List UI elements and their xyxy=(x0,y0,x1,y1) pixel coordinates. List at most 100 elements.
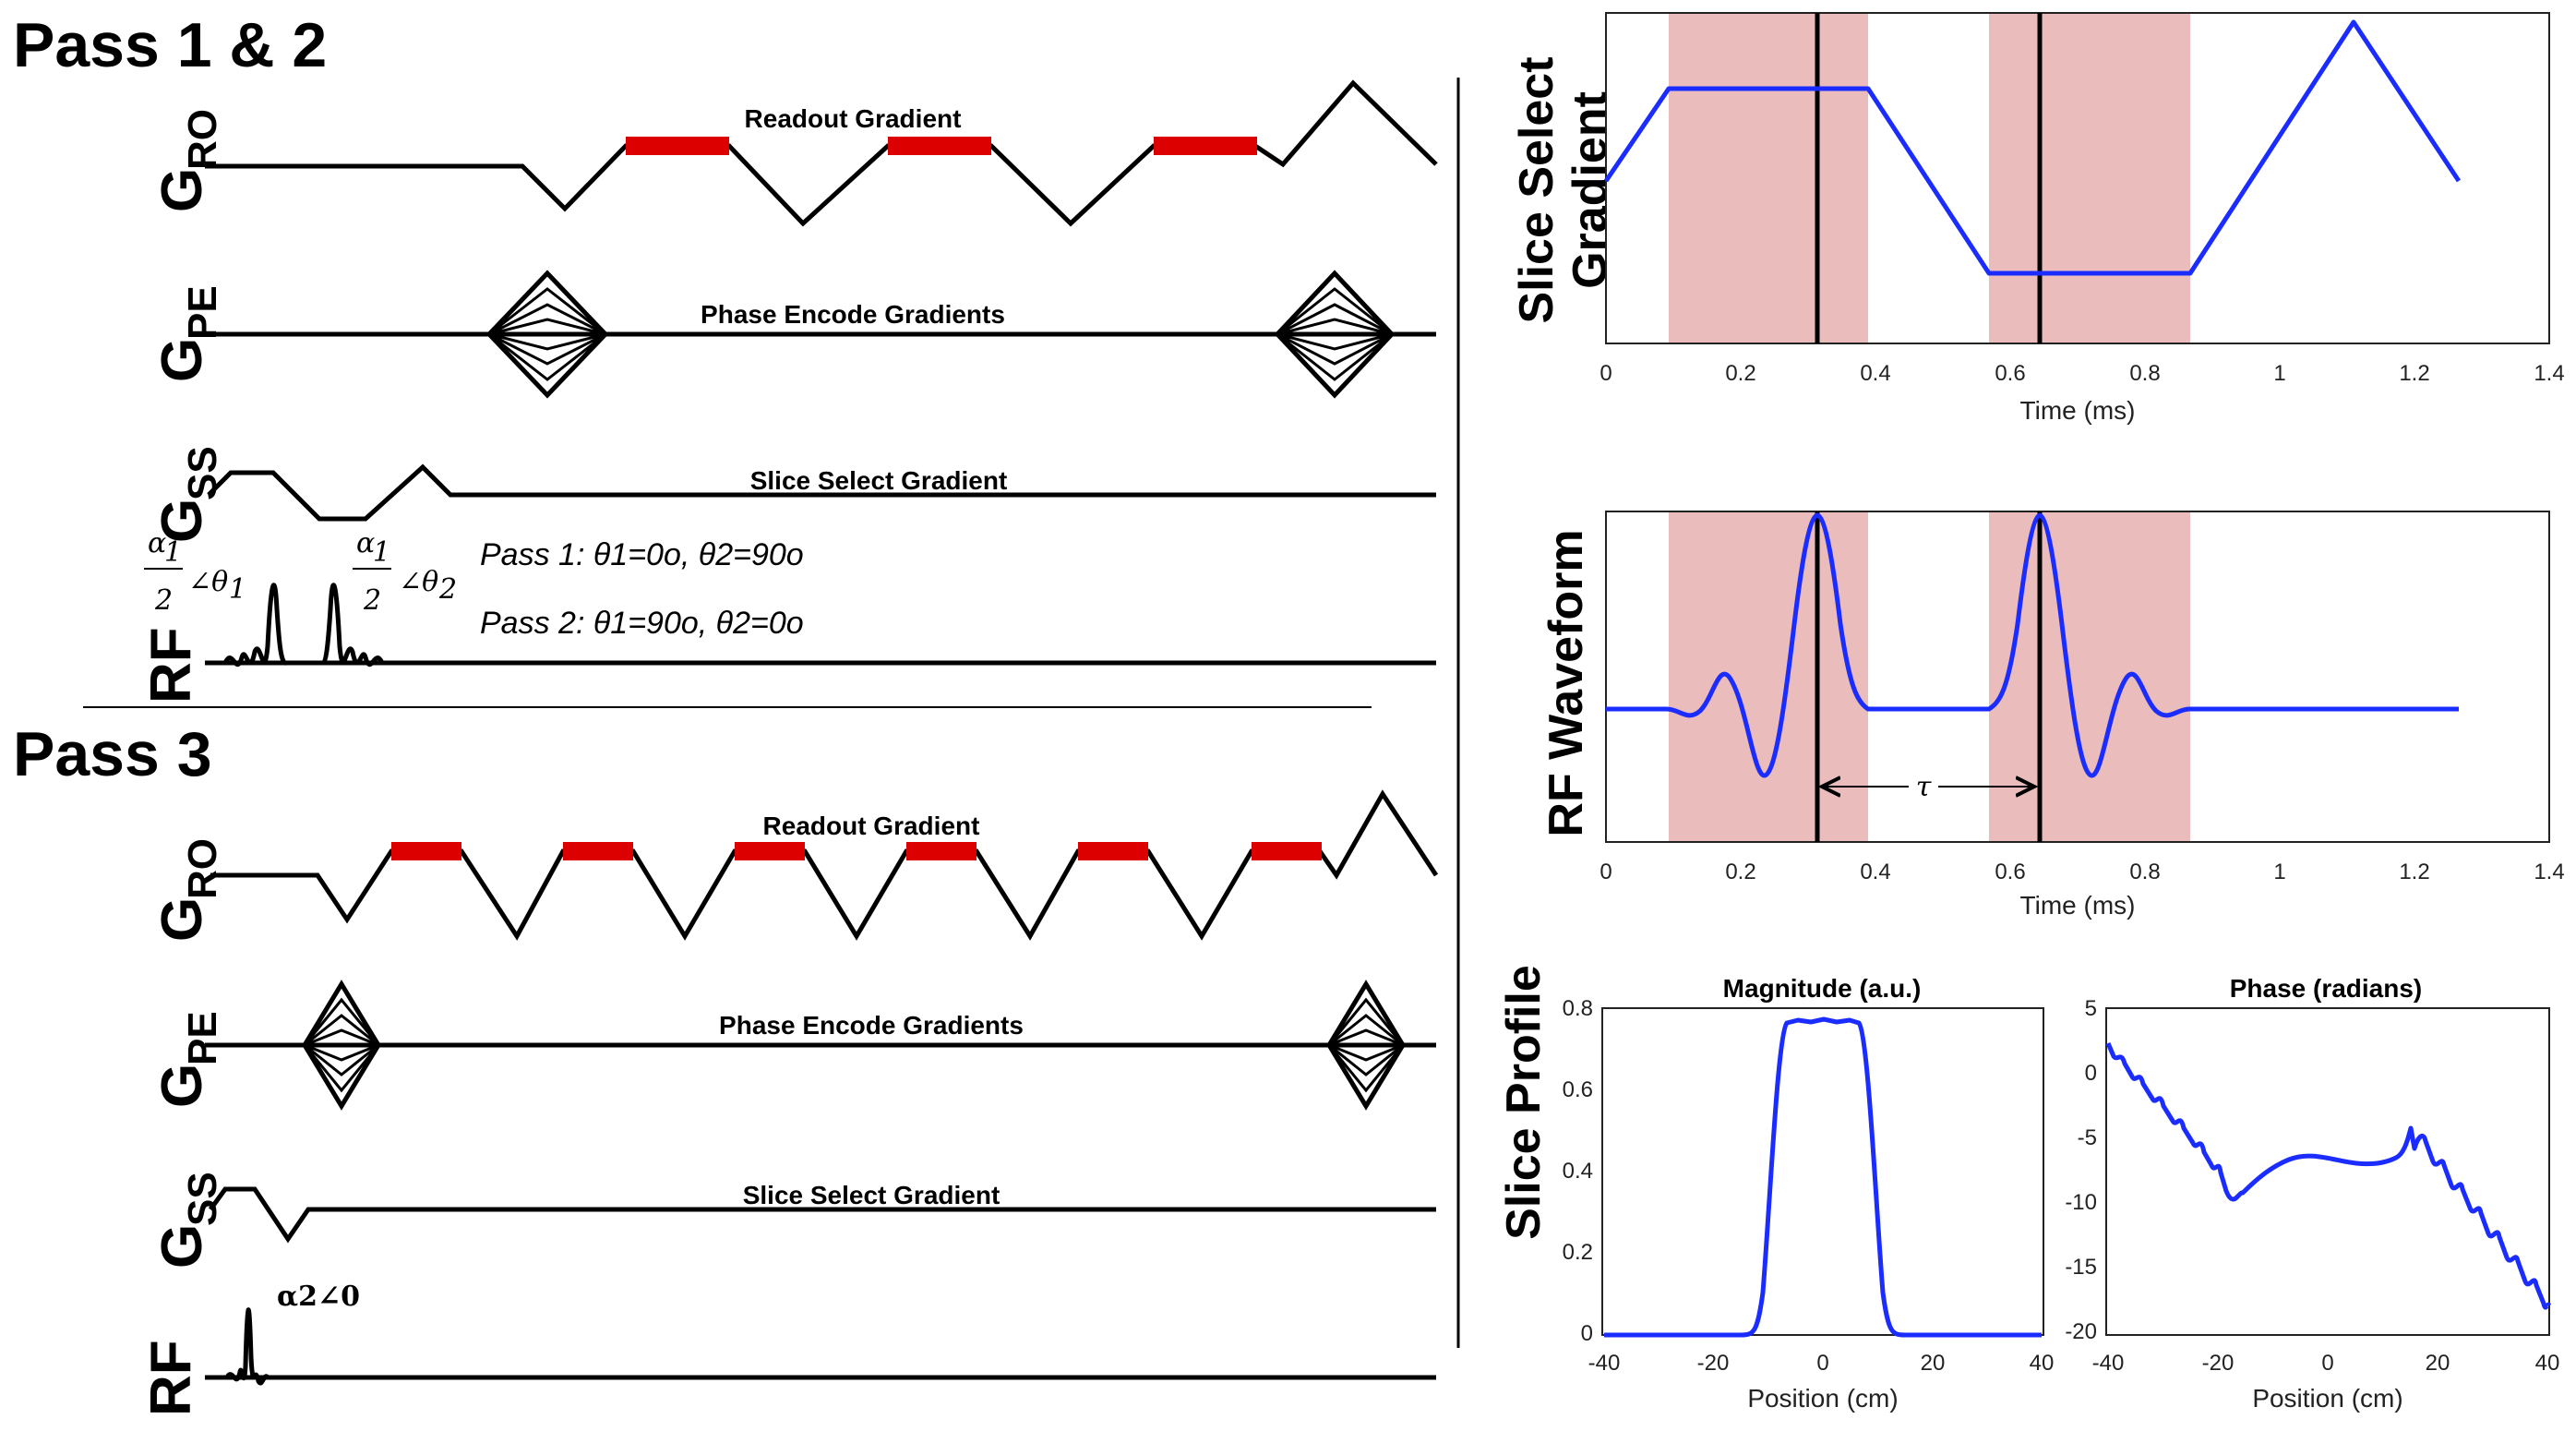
svg-text:-15: -15 xyxy=(2065,1255,2097,1280)
svg-text:0: 0 xyxy=(1816,1351,1828,1376)
pass3-title: Pass 3 xyxy=(13,719,212,789)
phase-encode-diamond xyxy=(485,270,609,399)
readout-block xyxy=(391,842,461,860)
readout-gradient-label: Readout Gradient xyxy=(763,812,980,840)
gss-axis-label: G SS xyxy=(150,1172,225,1269)
svg-text:0.8: 0.8 xyxy=(2129,860,2160,884)
svg-text:-20: -20 xyxy=(2202,1351,2235,1376)
phase-encode-label: Phase Encode Gradients xyxy=(701,300,1005,329)
svg-text:G: G xyxy=(150,897,214,942)
svg-text:-20: -20 xyxy=(1697,1351,1730,1376)
readout-block xyxy=(1078,842,1148,860)
gro-axis-label: G RO xyxy=(150,838,225,942)
readout-block xyxy=(888,137,991,155)
readout-gradient-label: Readout Gradient xyxy=(745,104,962,133)
svg-text:∠θ: ∠θ xyxy=(188,566,228,598)
rf-plot-frame xyxy=(1605,511,2550,843)
phase-plot-frame xyxy=(2105,1007,2550,1336)
svg-text:PE: PE xyxy=(180,1011,225,1065)
svg-text:2: 2 xyxy=(363,584,381,617)
svg-text:2: 2 xyxy=(438,573,457,606)
svg-text:20: 20 xyxy=(1921,1351,1946,1376)
readout-block xyxy=(906,842,976,860)
rf-pulse-1 xyxy=(222,583,287,667)
shaded-window xyxy=(1669,13,1868,343)
svg-text:-40: -40 xyxy=(2092,1351,2125,1376)
pass3-pulse-label: α2∠0 xyxy=(277,1281,360,1313)
magnitude-xticks: -40 -20 0 20 40 xyxy=(1588,1351,2055,1376)
svg-text:Slice Select: Slice Select xyxy=(1510,56,1564,323)
magnitude-xlabel: Position (cm) xyxy=(1747,1384,1898,1413)
gss-axis-label: G SS xyxy=(150,446,225,543)
slice-select-waveform xyxy=(208,1186,1436,1244)
rf-axis-label: RF xyxy=(139,1340,203,1416)
svg-text:0: 0 xyxy=(1600,860,1611,884)
tau-label: τ xyxy=(1916,771,1932,803)
rf-xticks: 0 0.2 0.4 0.6 0.8 1 1.2 1.4 xyxy=(1600,860,2564,884)
svg-text:G: G xyxy=(150,168,214,212)
svg-text:1: 1 xyxy=(2273,860,2285,884)
slice-select-ylabel: Slice Select Gradient xyxy=(1510,56,1617,323)
readout-block xyxy=(735,842,805,860)
svg-text:G: G xyxy=(150,499,214,543)
svg-text:0: 0 xyxy=(1600,361,1611,386)
shaded-window xyxy=(1989,13,2190,343)
svg-text:0.6: 0.6 xyxy=(1563,1077,1593,1102)
phase-encode-diamond xyxy=(1326,980,1406,1111)
svg-text:Slice Profile: Slice Profile xyxy=(1497,965,1551,1240)
shaded-window xyxy=(1669,511,1868,842)
pass1-note: Pass 1: θ1=0o, θ2=90o xyxy=(480,537,804,572)
phase-xlabel: Position (cm) xyxy=(2252,1384,2402,1413)
svg-text:0: 0 xyxy=(2321,1351,2333,1376)
phase-encode-label: Phase Encode Gradients xyxy=(719,1011,1024,1040)
svg-text:0.4: 0.4 xyxy=(1860,361,1890,386)
svg-text:0.6: 0.6 xyxy=(1995,361,2025,386)
shaded-window xyxy=(1989,511,2190,842)
svg-text:40: 40 xyxy=(2030,1351,2055,1376)
svg-text:RO: RO xyxy=(180,838,225,899)
pass2-note: Pass 2: θ1=90o, θ2=0o xyxy=(480,606,804,641)
svg-text:1: 1 xyxy=(164,536,182,569)
svg-text:20: 20 xyxy=(2426,1351,2450,1376)
rf-pulse-2 xyxy=(321,583,385,667)
gpe-axis-label: G PE xyxy=(150,285,225,382)
svg-text:0.8: 0.8 xyxy=(2129,361,2160,386)
svg-text:-40: -40 xyxy=(1588,1351,1621,1376)
svg-text:∠θ: ∠θ xyxy=(399,566,438,598)
svg-text:-5: -5 xyxy=(2078,1125,2097,1150)
svg-text:0.2: 0.2 xyxy=(1725,860,1755,884)
readout-block xyxy=(1154,137,1257,155)
phase-curve xyxy=(2105,1042,2552,1310)
svg-text:1.2: 1.2 xyxy=(2399,361,2429,386)
magnitude-yticks: 0.8 0.6 0.4 0.2 0 xyxy=(1563,996,1593,1346)
svg-text:0.4: 0.4 xyxy=(1860,860,1890,884)
svg-text:1: 1 xyxy=(2273,361,2285,386)
svg-text:1: 1 xyxy=(373,536,390,569)
svg-text:5: 5 xyxy=(2085,996,2097,1021)
svg-text:0.6: 0.6 xyxy=(1995,860,2025,884)
phase-xticks: -40 -20 0 20 40 xyxy=(2092,1351,2560,1376)
svg-text:0.2: 0.2 xyxy=(1563,1240,1593,1265)
svg-text:RO: RO xyxy=(180,109,225,170)
svg-text:G: G xyxy=(150,1064,214,1108)
rf-waveform-curve xyxy=(1606,512,2459,778)
phase-encode-diamond xyxy=(302,980,381,1111)
magnitude-plot-frame xyxy=(1601,1007,2044,1336)
slice-select-xticks: 0 0.2 0.4 0.6 0.8 1 1.2 1.4 xyxy=(1600,361,2564,386)
svg-text:1.2: 1.2 xyxy=(2399,860,2429,884)
phase-yticks: 5 0 -5 -10 -15 -20 xyxy=(2065,996,2097,1344)
rf-pulse-excitation xyxy=(224,1307,270,1386)
gro-axis-label: G RO xyxy=(150,109,225,212)
svg-text:0: 0 xyxy=(2085,1061,2097,1086)
svg-text:SS: SS xyxy=(180,446,225,500)
rf-axis-label: RF xyxy=(139,627,203,703)
readout-block xyxy=(563,842,633,860)
svg-text:α: α xyxy=(148,527,166,559)
svg-text:RF: RF xyxy=(139,1340,203,1416)
svg-text:G: G xyxy=(150,1224,214,1269)
rf-waveform-ylabel: RF Waveform xyxy=(1540,529,1593,836)
slice-select-waveform xyxy=(207,463,1436,522)
svg-text:1.4: 1.4 xyxy=(2534,860,2564,884)
